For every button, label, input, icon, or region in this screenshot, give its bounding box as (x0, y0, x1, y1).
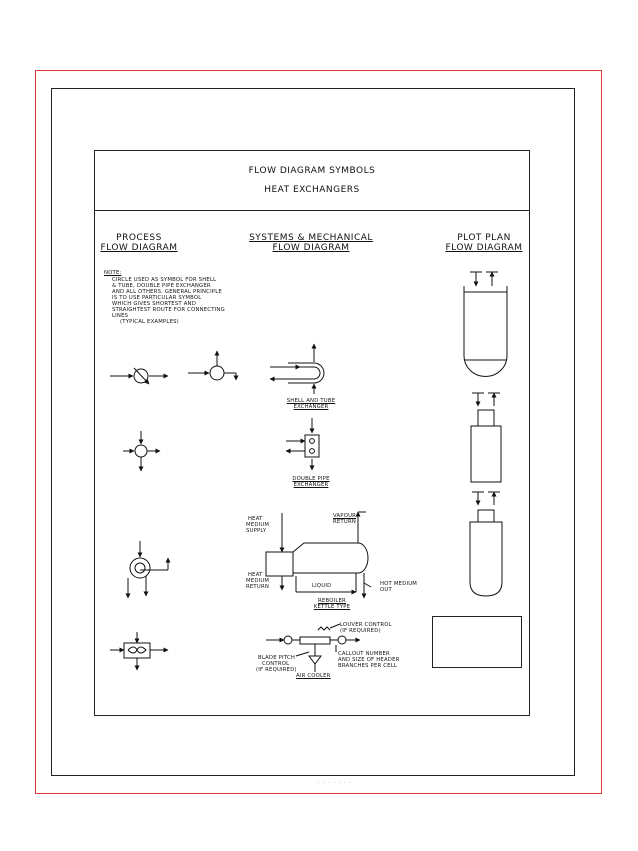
heat-return-label: RETURN (246, 584, 269, 590)
note-line: WHICH GIVES SHORTEST AND (112, 301, 196, 307)
heat-supply-label: HEAT (248, 516, 263, 522)
plot-heading-2: FLOW DIAGRAM (445, 243, 523, 253)
process-heading-2: FLOW DIAGRAM (100, 243, 178, 253)
process-heading-1: PROCESS (116, 233, 162, 243)
louver-label: LOUVER CONTROL (340, 622, 392, 628)
reboiler-label-1: REBOILER (318, 598, 346, 604)
shell-tube-label-1: SHELL AND TUBE (286, 398, 336, 404)
legend-box (432, 616, 522, 668)
title-divider (94, 210, 530, 211)
process-exchanger-symbol-4 (125, 541, 171, 599)
heat-return-label: HEAT (248, 572, 263, 578)
note-line: IS TO USE PARTICULAR SYMBOL (112, 295, 202, 301)
page-number-mark: · · · · · · · (318, 780, 352, 786)
heat-supply-label: SUPPLY (246, 528, 267, 534)
double-pipe-label-2: EXCHANGER (293, 482, 329, 488)
systems-heading-1: SYSTEMS & MECHANICAL (249, 233, 373, 243)
callout-label: BRANCHES PER CELL (338, 663, 398, 669)
page-border (35, 70, 602, 794)
hot-out-label: HOT MEDIUM (380, 581, 418, 587)
vapour-label: RETURN (333, 519, 356, 525)
note-line: (TYPICAL EXAMPLES) (120, 319, 179, 325)
systems-heading-2: FLOW DIAGRAM (272, 243, 350, 253)
heat-return-label: MEDIUM (246, 578, 270, 584)
kettle-reboiler-symbol (265, 511, 372, 599)
process-exchanger-symbol-3 (123, 431, 161, 472)
note-line: CIRCLE USED AS SYMBOL FOR SHELL (112, 277, 217, 283)
page-subtitle: HEAT EXCHANGERS (264, 185, 360, 195)
callout-label: CALLOUT NUMBER (338, 651, 390, 657)
process-exchanger-symbol-2 (188, 350, 239, 381)
plot-vessel-3 (469, 491, 503, 597)
plot-heading-1: PLOT PLAN (457, 233, 511, 243)
plot-vessel-1 (463, 271, 508, 377)
liquid-label: LIQUID (312, 583, 332, 589)
note-heading: NOTE: (104, 270, 122, 276)
page-title: FLOW DIAGRAM SYMBOLS (248, 166, 376, 176)
drawing-frame (51, 88, 575, 776)
hot-out-label: OUT (380, 587, 392, 593)
louver-label: (IF REQUIRED) (340, 628, 381, 634)
note-line: & TUBE, DOUBLE PIPE EXCHANGER (112, 283, 211, 289)
double-pipe-exchanger-symbol (285, 418, 320, 471)
blade-label: BLADE PITCH (258, 655, 296, 661)
process-exchanger-symbol-1 (110, 367, 169, 385)
double-pipe-label-1: DOUBLE PIPE (292, 476, 330, 482)
process-air-cooler-symbol (110, 632, 169, 671)
shell-tube-exchanger-symbol (269, 343, 325, 394)
drawing-sheet (94, 150, 530, 716)
air-cooler-systems-symbol (266, 623, 361, 672)
heat-supply-label: MEDIUM (246, 522, 270, 528)
blade-label: (IF REQUIRED) (256, 667, 297, 673)
note-line: AND ALL OTHERS. GENERAL PRINCIPLE (112, 289, 222, 295)
blade-label: CONTROL (262, 661, 290, 667)
air-cooler-label: AIR COOLER (296, 673, 331, 679)
vapour-label: VAPOUR (333, 513, 357, 519)
callout-label: AND SIZE OF HEADER (338, 657, 400, 663)
note-line: STRAIGHTEST ROUTE FOR CONNECTING (112, 307, 225, 313)
note-line: LINES (112, 313, 129, 319)
shell-tube-label-2: EXCHANGER (293, 404, 329, 410)
reboiler-label-2: KETTLE TYPE (313, 604, 351, 610)
plot-vessel-2 (470, 392, 502, 483)
